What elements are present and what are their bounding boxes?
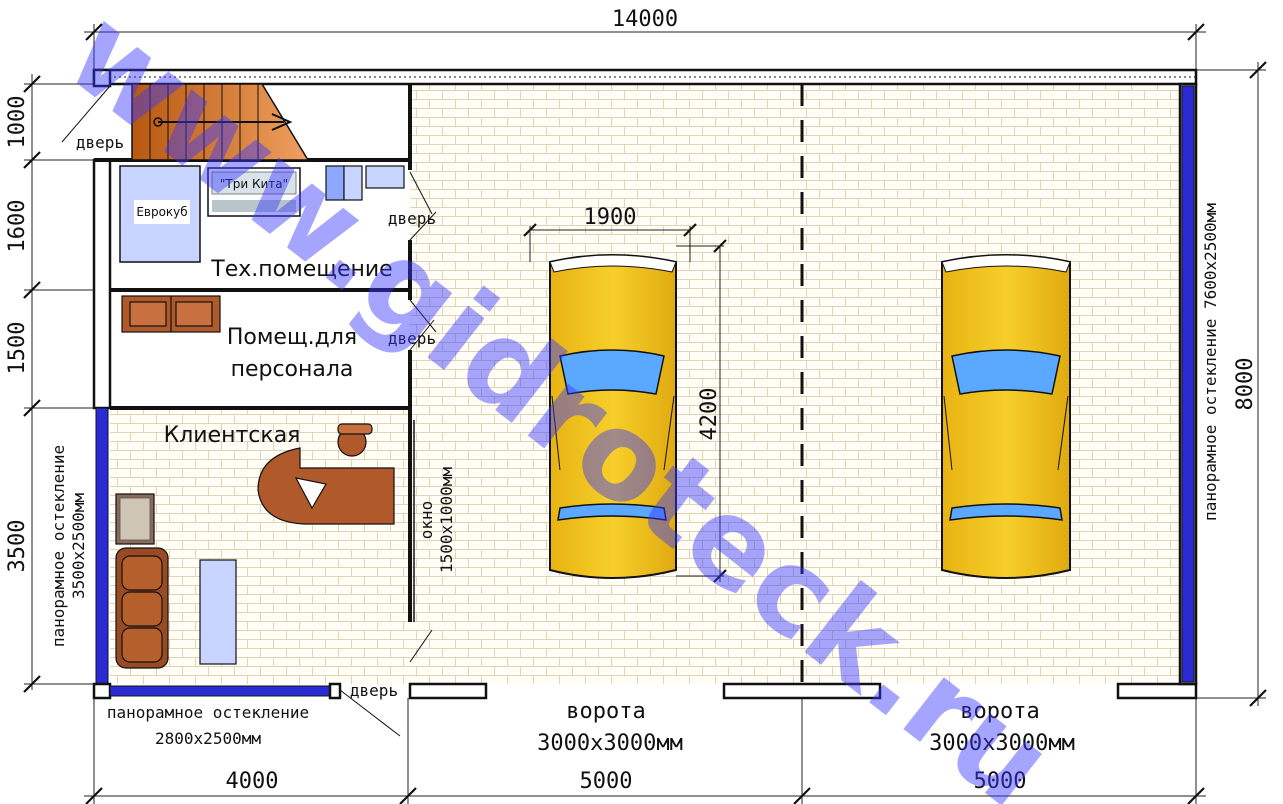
gate-1-label: ворота — [566, 699, 645, 724]
car-dimension-lines — [523, 223, 727, 583]
eurocube-tank: Еврокуб — [119, 165, 201, 263]
wall-bottom-seg1 — [408, 682, 488, 700]
staff-cabinet — [121, 295, 221, 333]
door-label-entrance: дверь — [76, 133, 124, 152]
wall-bottom-seg3 — [1116, 682, 1198, 700]
glazing-right — [1181, 85, 1195, 683]
bottom-dimension-line — [84, 698, 1206, 804]
glazing-left — [95, 407, 109, 685]
staff-room-label-1: Помещ.для — [227, 325, 357, 350]
tri-kita-unit: "Три Кита" — [207, 167, 301, 217]
door-label-tech: дверь — [388, 209, 436, 228]
client-room-label: Клиентская — [164, 423, 301, 448]
left-dim-4: 3500 — [5, 520, 30, 573]
reception-desk — [257, 447, 395, 525]
gate-2-label: ворота — [960, 699, 1039, 724]
glazing-bottom-label-2: 2800x2500мм — [155, 729, 261, 748]
left-dim-1: 1000 — [5, 96, 30, 149]
small-equipment — [325, 165, 405, 201]
eurocube-label: Еврокуб — [136, 205, 187, 219]
window-label-1: окно — [417, 501, 436, 540]
tri-kita-label: "Три Кита" — [220, 177, 288, 191]
staff-room-label-2: персонала — [231, 357, 354, 382]
coffee-table — [199, 559, 237, 665]
bottom-dim-2: 5000 — [580, 769, 633, 794]
window-label-2: 1500x1000мм — [437, 467, 456, 573]
left-dim-3: 1500 — [5, 322, 30, 375]
top-dimension-line — [84, 23, 1206, 70]
glazing-left-label-2: 3500x2500мм — [69, 493, 88, 599]
door-label-client: дверь — [350, 681, 398, 700]
office-chair — [337, 423, 373, 457]
glazing-right-label: панорамное остекление 7600x2500мм — [1201, 203, 1220, 521]
sofa — [115, 547, 169, 669]
glazing-bottom — [109, 685, 331, 697]
bottom-dim-1: 4000 — [226, 769, 279, 794]
glazing-bottom-label-1: панорамное остекление — [107, 703, 309, 722]
total-height-dim: 8000 — [1233, 358, 1258, 411]
tech-room-label: Тех.помещение — [210, 257, 392, 282]
car-1 — [549, 254, 677, 579]
bottom-dim-3: 5000 — [974, 769, 1027, 794]
wall-left-corner — [92, 68, 112, 88]
total-width-dim: 14000 — [612, 7, 678, 32]
wall-left-upper — [92, 158, 112, 410]
car-width-dim: 1900 — [584, 205, 637, 230]
wall-bottom-corner — [92, 682, 112, 700]
stairs — [131, 83, 310, 161]
gate-2-size: 3000x3000мм — [929, 731, 1075, 756]
left-dim-2: 1600 — [5, 200, 30, 253]
wall-bottom-stub — [328, 682, 342, 700]
door-swings — [61, 85, 437, 737]
door-label-staff: дверь — [388, 329, 436, 348]
car-2 — [941, 254, 1071, 579]
gate-1-size: 3000x3000мм — [537, 731, 683, 756]
left-dimension-line — [23, 74, 94, 693]
right-dimension-line — [1196, 61, 1267, 707]
glazing-left-label-1: панорамное остекление — [49, 445, 68, 647]
car-length-dim: 4200 — [697, 388, 722, 441]
